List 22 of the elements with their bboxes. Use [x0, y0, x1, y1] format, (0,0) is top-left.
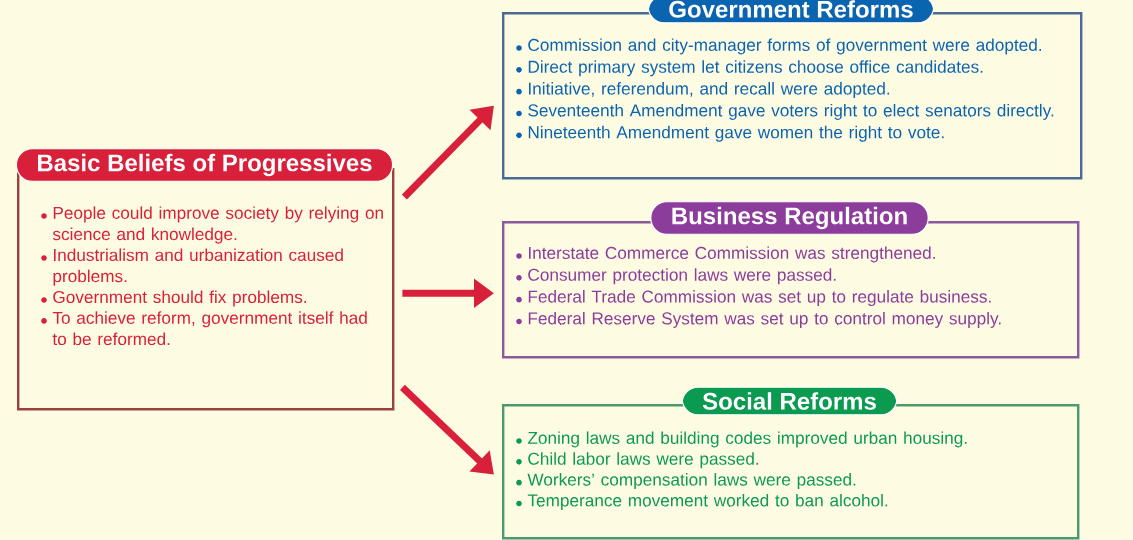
bullet-item: Federal Trade Commission was set up to regulate business. — [516, 290, 991, 307]
bullet-item: Industrialism and urbanization caused problems. — [41, 248, 343, 286]
bullet-item: Consumer protection laws were passed. — [516, 268, 836, 285]
bullet-item: Seventeenth Amendment gave voters right to elect senators directly. — [516, 103, 1054, 120]
arrow — [400, 384, 494, 475]
bullet-item: Workers’ compensation laws were passed. — [516, 473, 856, 490]
bullet-item: Temperance movement worked to ban alcohol. — [516, 493, 888, 510]
bullet-item: To achieve reform, government itself had to be reformed. — [41, 311, 367, 346]
bullet-item: Federal Reserve System was set up to control money supply. — [516, 311, 1001, 328]
bullet-item: Zoning laws and building codes improved urban housing. — [516, 431, 967, 448]
bullet-item: Nineteenth Amendment gave women the right to vote. — [516, 125, 944, 142]
heading-pill: Government Reforms — [647, 0, 935, 24]
heading-pill: Business Regulation — [650, 201, 929, 235]
bullet-item: Direct primary system let citizens choose office candidates. — [516, 60, 983, 77]
bullet-item: Child labor laws were passed. — [516, 452, 759, 469]
bullet-item: Government should fix problems. — [41, 290, 306, 307]
heading-pill: Social Reforms — [681, 386, 898, 416]
bullet-item: Interstate Commerce Commission was strengthened. — [516, 246, 935, 263]
heading-pill: Basic Beliefs of Progressives — [15, 148, 394, 182]
bullet-item: People could improve society by relying on science and knowledge. — [41, 206, 383, 244]
bullet-item: Initiative, referendum, and recall were adopted. — [516, 82, 890, 99]
bullet-item: Commission and city-manager forms of government were adopted. — [516, 38, 1041, 55]
